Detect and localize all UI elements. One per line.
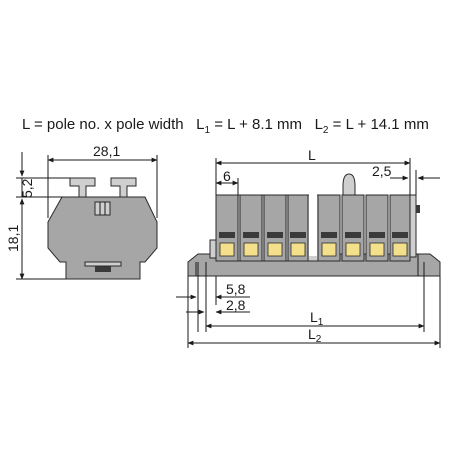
side-rail-foot xyxy=(95,262,111,272)
l2-expression: = L + 14.1 mm xyxy=(328,116,429,133)
clamp-window-3 xyxy=(267,242,283,257)
side-clamp-left xyxy=(69,177,96,198)
side-view: 28,1 5,2 18,1 xyxy=(5,143,158,280)
dim-marker: 2,5 xyxy=(372,163,392,179)
clamp-window-1 xyxy=(219,242,235,257)
dim-length-L2: L2 xyxy=(308,326,322,345)
side-housing xyxy=(47,196,158,280)
dim-side-width: 28,1 xyxy=(93,143,120,159)
clamp-window-2 xyxy=(243,242,259,257)
dim-offset-b: 2,8 xyxy=(226,297,246,313)
dim-length-L: L xyxy=(308,147,316,163)
formula-l1: L1 = L + 8.1 mm xyxy=(196,116,303,136)
side-marker-slot xyxy=(94,201,111,216)
side-rail-clip xyxy=(84,261,122,267)
l2-subscript: 2 xyxy=(322,125,329,136)
end-plate xyxy=(409,194,417,258)
break-gap xyxy=(309,190,317,256)
dim-side-top-height: 5,2 xyxy=(19,178,35,198)
dim-pole-width: 6 xyxy=(223,168,231,184)
clamp-window-8 xyxy=(392,242,408,257)
front-pole-group-right xyxy=(317,194,420,262)
clamp-window-4 xyxy=(290,242,306,257)
clamp-window-7 xyxy=(369,242,385,257)
marker-carrier xyxy=(342,173,356,196)
front-pole-group-left xyxy=(209,194,327,262)
l1-subscript: 1 xyxy=(204,125,211,136)
formula-l2: L2 = L + 14.1 mm xyxy=(314,116,429,136)
l1-expression: = L + 8.1 mm xyxy=(210,116,303,133)
side-clamp-right xyxy=(110,177,137,198)
l2-symbol: L xyxy=(314,116,323,133)
formula-line: L = pole no. x pole width L1 = L + 8.1 m… xyxy=(22,116,442,136)
clamp-window-5 xyxy=(321,242,337,257)
dim-side-body-height: 18,1 xyxy=(5,225,21,252)
l1-symbol: L xyxy=(196,116,205,133)
formula-pole-definition: L = pole no. x pole width xyxy=(22,116,184,133)
clamp-window-6 xyxy=(345,242,361,257)
dim-length-L1: L1 xyxy=(310,309,324,328)
front-view: L 6 2,5 5,8 2,8 L1 L2 xyxy=(176,147,441,348)
dim-offset-a: 5,8 xyxy=(226,281,246,297)
